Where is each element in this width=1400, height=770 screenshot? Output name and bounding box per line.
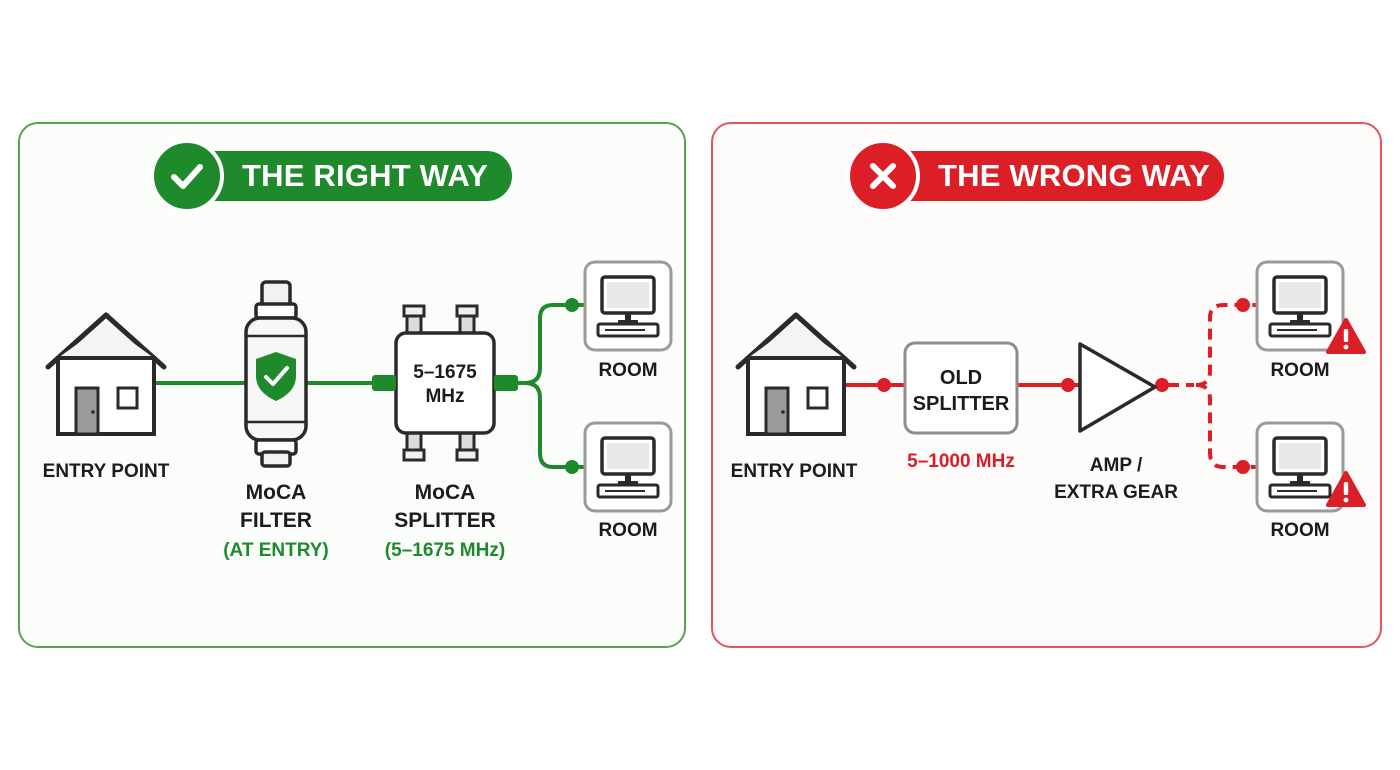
right-entry-point-label: ENTRY POINT (42, 461, 170, 482)
wrong-room-top-monitor-icon (1255, 260, 1345, 352)
right-way-connections (156, 298, 586, 474)
old-splitter-line2: SPLITTER (913, 393, 1010, 415)
moca-splitter-note: (5–1675 MHz) (384, 540, 506, 561)
moca-splitter-icon: 5–1675 MHz (372, 304, 518, 462)
amp-label-line1: AMP / (1089, 455, 1143, 476)
wrong-house-icon (738, 315, 854, 434)
moca-filter-label-line1: MoCA (245, 481, 307, 504)
right-room-top-monitor-icon (583, 260, 673, 352)
old-splitter-line1: OLD (940, 367, 982, 389)
amp-label-line2: EXTRA GEAR (1054, 482, 1178, 503)
wrong-way-banner: THE WRONG WAY (846, 139, 1224, 213)
moca-filter-icon (244, 280, 308, 468)
right-room-bottom-monitor-icon (583, 421, 673, 513)
moca-filter-label-line2: FILTER (240, 509, 312, 532)
right-room-top-label: ROOM (598, 360, 658, 381)
splitter-band-top: 5–1675 (413, 362, 477, 383)
amplifier-icon (1078, 342, 1157, 433)
right-room-bottom-label: ROOM (598, 520, 658, 541)
right-way-title: THE RIGHT WAY (242, 158, 489, 193)
wrong-room-top-label: ROOM (1270, 360, 1330, 381)
x-icon (846, 139, 920, 213)
right-way-banner: THE RIGHT WAY (150, 139, 512, 213)
wrong-way-connections (842, 298, 1258, 474)
checkmark-icon (150, 139, 224, 213)
moca-splitter-label-line2: SPLITTER (394, 509, 496, 532)
wrong-room-bottom-label: ROOM (1270, 520, 1330, 541)
splitter-band-bottom: MHz (425, 386, 464, 407)
moca-filter-note: (AT ENTRY) (223, 540, 329, 561)
moca-splitter-label-line1: MoCA (414, 481, 476, 504)
wrong-way-title: THE WRONG WAY (938, 158, 1210, 193)
right-house-icon (48, 315, 164, 434)
old-splitter-box: OLD SPLITTER (903, 341, 1019, 435)
old-splitter-band-note: 5–1000 MHz (907, 451, 1015, 472)
wrong-entry-point-label: ENTRY POINT (730, 461, 858, 482)
